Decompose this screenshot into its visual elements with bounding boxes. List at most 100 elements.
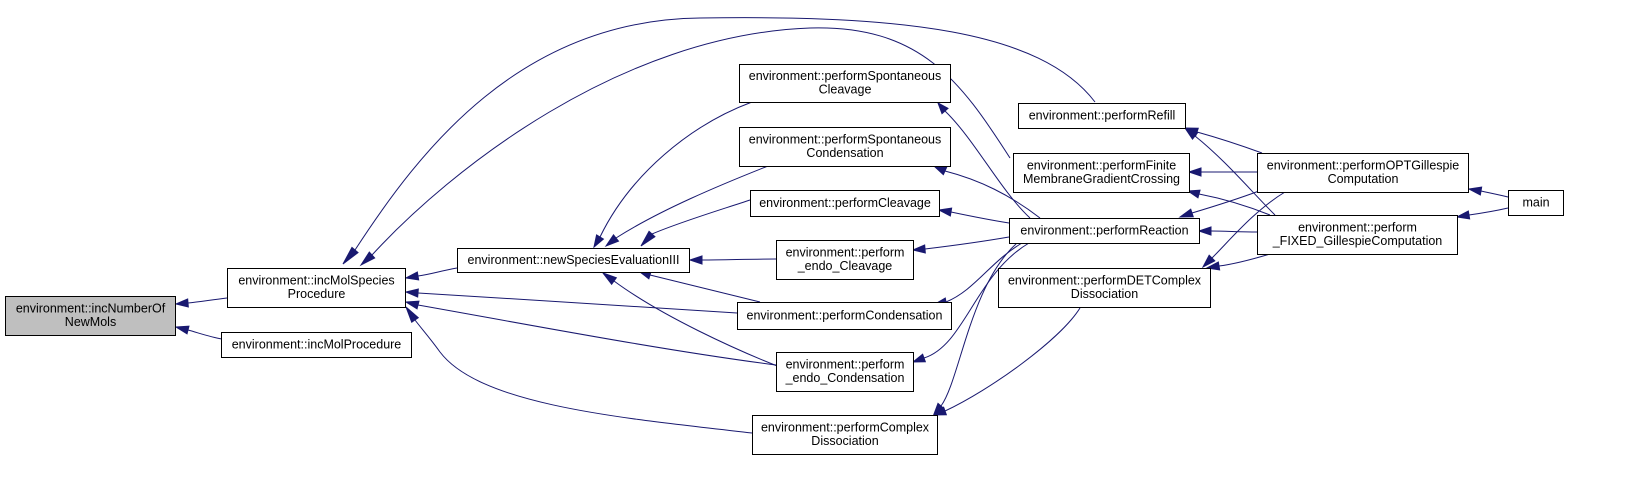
arrowhead	[593, 234, 605, 249]
arrowhead	[911, 353, 927, 363]
node-box[interactable]	[739, 64, 951, 103]
node-box[interactable]	[1257, 215, 1458, 255]
node-label-line: environment::perform	[786, 246, 905, 260]
edge-line	[615, 165, 769, 239]
edge-line	[417, 304, 777, 366]
edge-line	[417, 267, 458, 277]
node-label-line: environment::performSpontaneous	[749, 69, 941, 83]
node-label-line: NewMols	[65, 315, 116, 329]
node-performReaction[interactable]: environment::performReaction	[1009, 218, 1200, 244]
arrowhead	[604, 234, 620, 248]
arrowhead	[911, 244, 926, 254]
node-performCleavage[interactable]: environment::performCleavage	[750, 190, 940, 217]
arrowhead	[937, 207, 953, 217]
edge-line	[414, 319, 753, 434]
arrowhead	[688, 255, 703, 265]
node-label-line: Dissociation	[811, 434, 878, 448]
node-box[interactable]	[457, 248, 690, 273]
node-box[interactable]	[227, 268, 406, 308]
node-performOPTGillespieComputation[interactable]: environment::performOPTGillespieComputat…	[1257, 153, 1469, 193]
edge-line	[1191, 190, 1260, 214]
edge-performReaction-to-perform_endo_Condensation	[911, 242, 1030, 363]
node-performDETComplexDissociation[interactable]: environment::performDETComplexDissociati…	[998, 268, 1211, 308]
node-box[interactable]	[739, 127, 951, 167]
node-box[interactable]	[998, 268, 1211, 308]
node-performSpontaneousCondensation[interactable]: environment::performSpontaneousCondensat…	[739, 127, 951, 167]
node-box[interactable]	[752, 415, 938, 455]
edge-line	[1218, 253, 1271, 267]
edge-performSpontaneousCleavage-to-newSpeciesEvaluationIII	[593, 101, 753, 249]
arrowhead	[640, 230, 656, 247]
node-label-line: environment::performSpontaneous	[749, 133, 941, 147]
node-label-line: main	[1522, 195, 1549, 209]
arrowhead	[932, 406, 948, 416]
node-perform_FIXED_GillespieComputation[interactable]: environment::perform_FIXED_GillespieComp…	[1257, 215, 1458, 255]
edge-perform_endo_Condensation-to-incMolSpeciesProcedure	[404, 300, 777, 366]
edge-line	[1198, 193, 1271, 216]
edge-line	[187, 329, 223, 340]
node-incMolProcedure[interactable]: environment::incMolProcedure	[221, 332, 412, 358]
node-label-line: environment::newSpeciesEvaluationIII	[468, 253, 680, 267]
edge-performCondensation-to-incMolSpeciesProcedure	[404, 288, 738, 314]
node-label-line: Procedure	[288, 287, 346, 301]
arrowhead	[1201, 254, 1216, 269]
node-box[interactable]	[1013, 153, 1190, 193]
node-performRefill[interactable]: environment::performRefill	[1018, 103, 1186, 129]
edge-performReaction-to-performSpontaneousCondensation	[932, 165, 1041, 219]
edge-perform_FIXED_GillespieComputation-to-performFiniteMembraneGradientCrossing	[1186, 189, 1271, 216]
node-performFiniteMembraneGradientCrossing[interactable]: environment::performFiniteMembraneGradie…	[1013, 153, 1190, 193]
node-box[interactable]	[1508, 190, 1564, 216]
edge-incMolProcedure-to-incNumberOfNewMols	[174, 325, 223, 340]
arrowhead	[1186, 189, 1201, 199]
edge-line	[1468, 207, 1509, 216]
node-box[interactable]	[750, 190, 940, 217]
edge-performReaction-to-performCleavage	[937, 207, 1010, 224]
node-box[interactable]	[1009, 218, 1200, 244]
edge-performFiniteMembraneGradientCrossing-to-incMolSpeciesProcedure	[359, 27, 1011, 267]
node-label-line: environment::performFinite	[1027, 159, 1176, 173]
edge-perform_endo_Condensation-to-newSpeciesEvaluationIII	[601, 271, 791, 372]
node-box[interactable]	[776, 352, 914, 392]
arrowhead	[174, 298, 189, 308]
node-main[interactable]: main	[1508, 190, 1564, 216]
edge-performDETComplexDissociation-to-performComplexDissociation	[932, 307, 1081, 416]
node-perform_endo_Cleavage[interactable]: environment::perform_endo_Cleavage	[776, 240, 914, 280]
node-label-line: environment::performReaction	[1020, 223, 1188, 237]
edge-line	[945, 242, 1023, 303]
node-box[interactable]	[737, 302, 952, 330]
node-box[interactable]	[1018, 103, 1186, 129]
node-label-line: MembraneGradientCrossing	[1023, 172, 1180, 186]
edge-perform_FIXED_GillespieComputation-to-performDETComplexDissociation	[1205, 253, 1271, 271]
node-box[interactable]	[5, 296, 176, 336]
node-perform_endo_Condensation[interactable]: environment::perform_endo_Condensation	[776, 352, 914, 392]
node-label-line: environment::performCondensation	[747, 308, 943, 322]
edge-performOPTGillespieComputation-to-performRefill	[1183, 127, 1263, 154]
edge-perform_FIXED_GillespieComputation-to-performRefill	[1183, 126, 1276, 216]
node-label-line: Cleavage	[819, 83, 872, 97]
node-box[interactable]	[221, 332, 412, 358]
edge-newSpeciesEvaluationIII-to-incMolSpeciesProcedure	[404, 267, 458, 281]
edge-performOPTGillespieComputation-to-performReaction	[1178, 190, 1260, 218]
edge-line	[944, 307, 1081, 412]
node-label-line: environment::incNumberOf	[16, 302, 166, 316]
node-box[interactable]	[776, 240, 914, 280]
node-label-line: _FIXED_GillespieComputation	[1272, 234, 1443, 248]
node-newSpeciesEvaluationIII[interactable]: environment::newSpeciesEvaluationIII	[457, 248, 690, 273]
node-box[interactable]	[1257, 153, 1469, 193]
node-performCondensation[interactable]: environment::performCondensation	[737, 302, 952, 330]
edge-incMolSpeciesProcedure-to-incNumberOfNewMols	[174, 297, 228, 308]
node-label-line: environment::performDETComplex	[1008, 274, 1202, 288]
edge-performRefill-to-incMolSpeciesProcedure	[342, 17, 1096, 265]
edge-line	[944, 170, 1041, 219]
node-label-line: environment::performOPTGillespie	[1267, 159, 1459, 173]
node-label-line: environment::performComplex	[761, 421, 930, 435]
node-label-line: environment::incMolProcedure	[232, 337, 402, 351]
arrowhead	[937, 101, 949, 115]
edge-perform_FIXED_GillespieComputation-to-performReaction	[1197, 226, 1258, 236]
edge-line	[950, 211, 1010, 224]
